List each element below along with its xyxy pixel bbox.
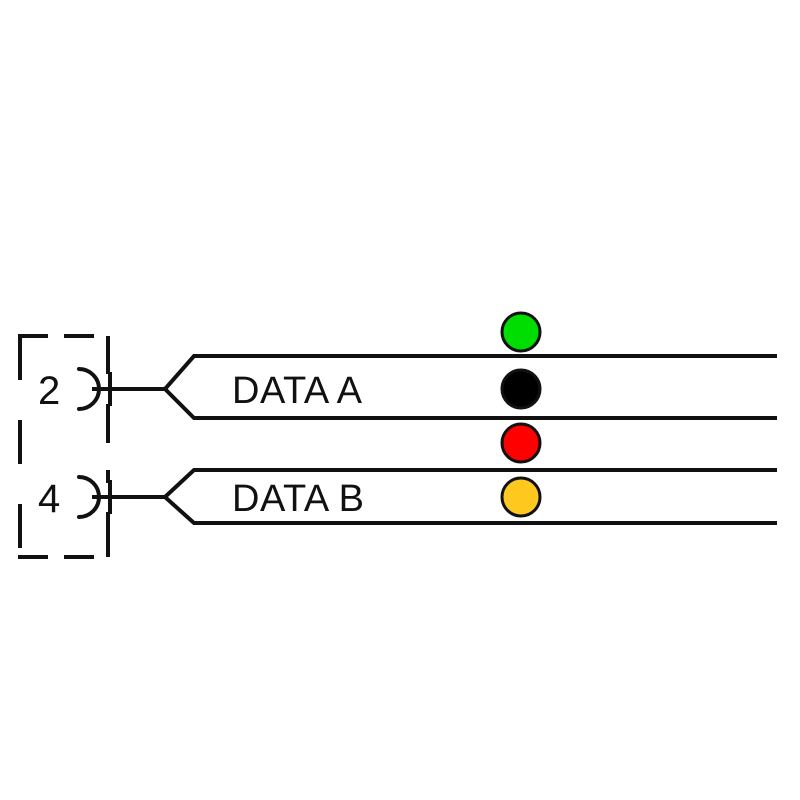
- wire-color-black-icon: [500, 368, 542, 410]
- band-a-edge-top: [163, 354, 777, 391]
- connector-housing-outline: [18, 334, 110, 559]
- band-b-edge-top: [163, 468, 777, 499]
- band-b-edge-bottom: [163, 495, 777, 525]
- pin-2-number: 2: [38, 369, 60, 413]
- pin-2-group[interactable]: 2: [38, 367, 167, 413]
- signal-band-data-a[interactable]: DATA A: [163, 354, 777, 420]
- pin-4-group[interactable]: 4: [38, 475, 167, 521]
- wire-color-red-icon: [500, 422, 542, 464]
- signal-band-data-b[interactable]: DATA B: [163, 468, 777, 525]
- signal-label-data-b: DATA B: [232, 478, 365, 520]
- pin-4-number: 4: [38, 477, 60, 521]
- wire-color-green-icon: [500, 311, 542, 353]
- band-a-edge-bottom: [163, 387, 777, 420]
- wire-color-yellow-icon: [500, 476, 542, 518]
- signal-label-data-a: DATA A: [232, 370, 363, 412]
- wire-color-indicators: [500, 311, 542, 518]
